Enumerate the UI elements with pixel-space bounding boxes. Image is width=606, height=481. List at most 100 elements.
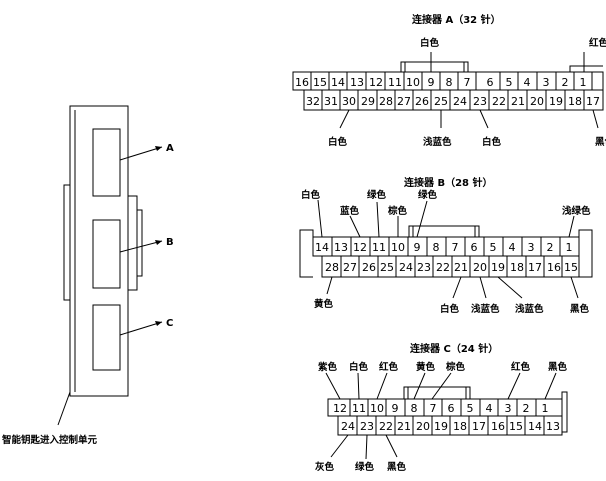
connector-b-bottom-row: 28 27 26 25 24 23 22 21 20 19 18 17 16 1… [325, 261, 578, 274]
connector-a-title: 连接器 A（32 针） [412, 13, 501, 26]
unit-port-b [92, 219, 121, 289]
pin: 27 [343, 261, 357, 274]
pin: 16 [295, 76, 309, 89]
unit-port-b-label: B [166, 237, 174, 248]
pin: 4 [524, 76, 531, 89]
pin: 14 [315, 241, 329, 254]
wire-label: 红色 [589, 37, 606, 49]
pin: 12 [353, 241, 367, 254]
pin: 7 [452, 241, 459, 254]
pin: 3 [505, 402, 512, 415]
connector-b: 连接器 B（28 针） 14 13 12 11 10 9 8 7 6 5 4 3… [299, 176, 593, 315]
wire-label: 黄色 [416, 361, 436, 373]
wire-label: 白色 [349, 361, 369, 373]
connector-c-top-row: 12 11 10 9 8 7 6 5 4 3 2 1 [333, 402, 549, 415]
pin: 3 [543, 76, 550, 89]
pin: 32 [306, 95, 320, 108]
wire-label: 棕色 [445, 361, 466, 373]
pin: 23 [360, 420, 374, 433]
wire-label: 白色 [420, 37, 440, 49]
pin: 23 [417, 261, 431, 274]
wire-label: 绿色 [418, 189, 438, 201]
wire-label: 浅绿色 [562, 205, 591, 217]
wire-label: 绿色 [367, 189, 387, 201]
pin: 28 [379, 95, 393, 108]
connector-a: 连接器 A（32 针） 16 15 14 13 12 11 10 9 8 7 6… [292, 13, 606, 148]
control-unit: A B C 智能钥匙进入控制单元 [2, 105, 174, 446]
pin: 29 [361, 95, 375, 108]
pin: 10 [406, 76, 420, 89]
pin: 16 [491, 420, 505, 433]
wire-label: 黑色 [595, 136, 606, 148]
unit-name: 智能钥匙进入控制单元 [2, 434, 98, 446]
pin: 19 [434, 420, 448, 433]
wire-label: 白色 [440, 303, 460, 315]
wire-label: 红色 [511, 361, 531, 373]
pin: 26 [362, 261, 376, 274]
connector-a-top-row: 16 15 14 13 12 11 10 9 8 7 6 5 4 3 2 1 [295, 76, 587, 89]
unit-port-c-label: C [166, 318, 173, 329]
wire-label: 白色 [301, 189, 321, 201]
pin: 18 [453, 420, 467, 433]
wire-label: 白色 [482, 136, 502, 148]
wire-label: 灰色 [315, 461, 335, 473]
pin: 15 [313, 76, 327, 89]
pin: 27 [397, 95, 411, 108]
pin: 13 [546, 420, 560, 433]
pin: 18 [568, 95, 582, 108]
wire-label: 红色 [379, 361, 399, 373]
pin: 25 [434, 95, 448, 108]
pin: 11 [372, 241, 386, 254]
pin: 20 [473, 261, 487, 274]
wire-label: 黑色 [387, 461, 407, 473]
pin: 17 [528, 261, 542, 274]
wire-label: 蓝色 [340, 205, 360, 217]
pin: 3 [528, 241, 535, 254]
wire-label: 绿色 [355, 461, 375, 473]
wire-label: 棕色 [387, 205, 408, 217]
pin: 11 [352, 402, 366, 415]
wire-label: 浅蓝色 [515, 303, 544, 315]
pin: 16 [547, 261, 561, 274]
pin: 8 [446, 76, 453, 89]
pin: 17 [586, 95, 600, 108]
pin: 20 [530, 95, 544, 108]
pin: 21 [511, 95, 525, 108]
pin: 10 [370, 402, 384, 415]
pin: 1 [580, 76, 587, 89]
pin: 9 [414, 241, 421, 254]
pin: 2 [547, 241, 554, 254]
pin: 8 [411, 402, 418, 415]
pin: 30 [342, 95, 356, 108]
pin: 24 [341, 420, 355, 433]
pin: 15 [564, 261, 578, 274]
pin: 22 [436, 261, 450, 274]
pin: 21 [397, 420, 411, 433]
pin: 6 [487, 76, 494, 89]
wire-label: 浅蓝色 [423, 136, 452, 148]
pin: 7 [464, 76, 471, 89]
pin: 11 [388, 76, 402, 89]
pin: 18 [510, 261, 524, 274]
pin: 9 [392, 402, 399, 415]
pin: 2 [562, 76, 569, 89]
pin: 22 [492, 95, 506, 108]
wire-label: 白色 [328, 136, 348, 148]
pin: 6 [448, 402, 455, 415]
pin: 19 [549, 95, 563, 108]
pin: 14 [331, 76, 345, 89]
pin: 14 [528, 420, 542, 433]
pin: 6 [471, 241, 478, 254]
wire-label: 紫色 [318, 361, 338, 373]
pin: 5 [490, 241, 497, 254]
pin: 4 [486, 402, 493, 415]
unit-port-c [92, 304, 121, 371]
pin: 31 [324, 95, 338, 108]
pin: 1 [542, 402, 549, 415]
unit-port-a-label: A [166, 143, 174, 154]
pin: 19 [491, 261, 505, 274]
wire-label: 黑色 [548, 361, 568, 373]
pin: 15 [509, 420, 523, 433]
pin: 10 [391, 241, 405, 254]
